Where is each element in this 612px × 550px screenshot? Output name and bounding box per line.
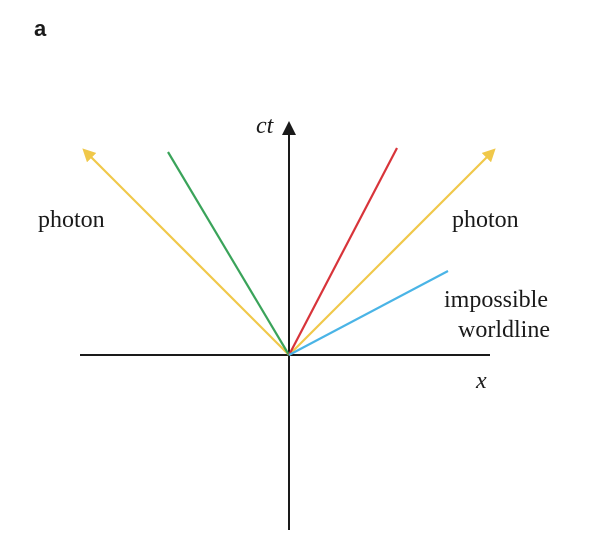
impossible-label-line2: worldline <box>458 317 550 343</box>
green-worldline <box>167 151 290 356</box>
ct-axis-label: ct <box>256 113 275 139</box>
photon-label-left: photon <box>38 207 105 233</box>
photon-label-right: photon <box>452 207 519 233</box>
impossible-worldline <box>288 270 449 356</box>
impossible-label-line1: impossible <box>444 287 548 313</box>
photon-worldline-left <box>82 148 290 356</box>
x-axis-label: x <box>475 368 487 394</box>
panel-label: a <box>34 16 47 41</box>
red-worldline <box>288 147 398 356</box>
photon-worldline-right <box>288 148 496 356</box>
